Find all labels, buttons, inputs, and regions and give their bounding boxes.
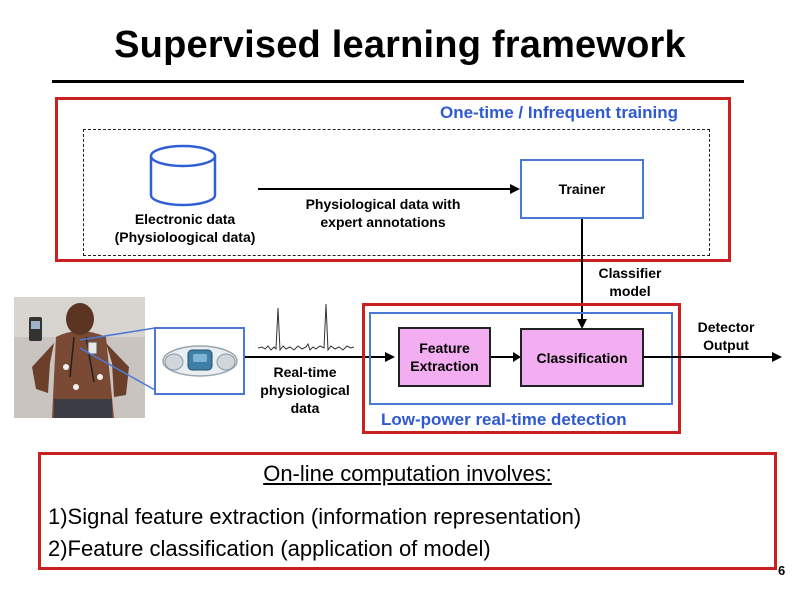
detector-output-arrow [644,352,782,362]
sensor-to-feature-arrow [245,352,395,362]
detection-box [362,303,681,434]
classification-box: Classification [520,328,644,387]
classifier-model-label: Classifier model [590,264,670,300]
training-box [55,97,731,262]
realtime-label-line2: physiological [260,382,350,398]
trainer-box: Trainer [520,159,644,219]
feature-line1: Feature [419,340,470,356]
annotation-arrow-label: Physiological data with expert annotatio… [283,195,483,231]
classification-label: Classification [536,349,628,366]
feature-line2: Extraction [410,358,479,374]
database-label-line1: Electronic data [134,211,236,227]
detector-output-label: Detector Output [680,318,772,354]
title-underline [52,80,744,83]
annotation-label-line1: Physiological data with [305,196,461,212]
training-box-label: One-time / Infrequent training [440,103,679,122]
online-computation-heading: On-line computation involves: [263,461,552,486]
ecg-waveform [258,303,354,352]
page-number: 6 [778,563,786,578]
annotation-label-line2: expert annotations [320,214,446,230]
annotation-arrow [258,184,520,194]
slide-title: Supervised learning framework [114,24,686,66]
realtime-label-line1: Real-time [273,364,337,380]
database-label-line2: (Physioloogical data) [114,229,256,245]
detector-label-line2: Output [703,337,749,353]
classifier-model-arrow [577,219,587,329]
feature-to-classification-arrow [491,352,521,362]
online-computation-item-1: 1)Signal feature extraction (information… [48,504,582,529]
patient-photo [14,297,145,418]
zoom-lines [80,327,156,391]
realtime-label-line3: data [290,400,320,416]
realtime-data-label: Real-time physiological data [250,363,360,417]
database-icon [149,144,217,207]
database-label: Electronic data (Physioloogical data) [95,210,275,246]
sensor-device-icon [162,345,238,377]
detection-inner-box [369,312,673,405]
trainer-label: Trainer [558,181,606,197]
feature-extraction-box: Feature Extraction [398,327,491,387]
classifier-label-line2: model [609,283,651,299]
classifier-label-line1: Classifier [598,265,662,281]
detector-label-line1: Detector [697,319,755,335]
online-computation-item-2: 2)Feature classification (application of… [48,536,491,561]
online-computation-box [38,452,777,570]
training-dashed-region [83,129,710,256]
detection-box-label: Low-power real-time detection [381,410,627,429]
